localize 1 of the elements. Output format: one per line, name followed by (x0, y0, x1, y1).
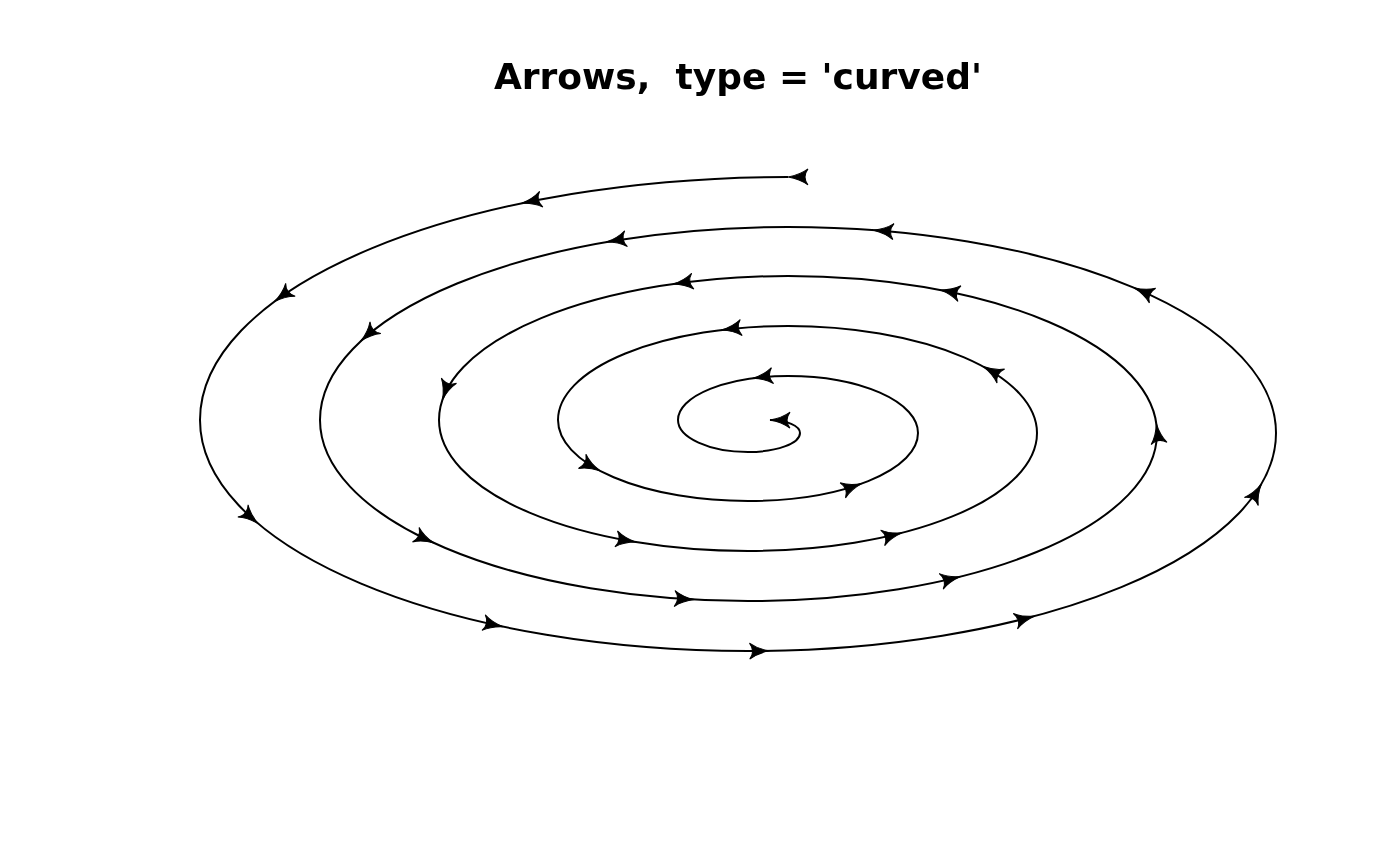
chart-title: Arrows, type = 'curved' (492, 56, 983, 97)
